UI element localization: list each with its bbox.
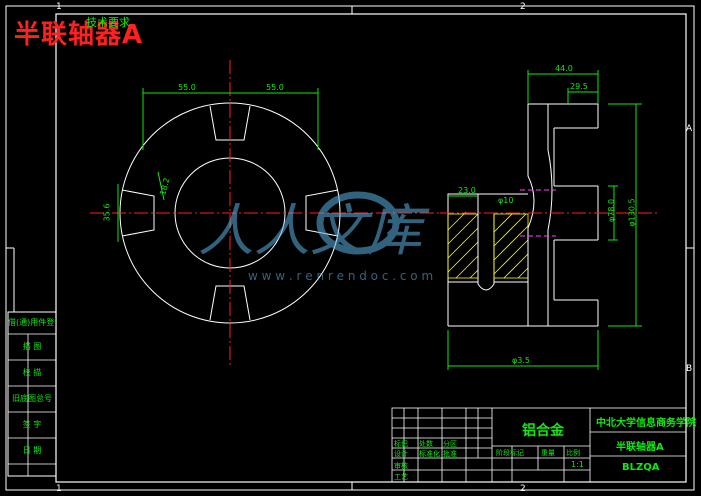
grid-mark-top-2: 2 [520,2,526,12]
grid-mark-top-1: 1 [56,2,62,12]
sidebar-frame [7,311,57,477]
weight-label: 重量 [541,449,555,457]
dim-29-5: 29.5 [570,82,588,91]
school: 中北大学信息商务学院 [596,418,696,429]
design-label: 设计 [394,450,408,458]
watermark-text: 人人文库 [198,199,430,264]
part-name: 半联轴器A [616,442,664,453]
grid-mark-bottom-2: 2 [520,484,526,494]
grid-mark-bottom-1: 1 [56,484,62,494]
watermark-url: w w w . r e n r e n d o c . c o m [248,269,433,283]
row-label: 分区 [443,440,457,448]
approve-label: 批准 [443,450,457,458]
dim-phi3-5: φ3.5 [512,356,530,365]
review-label: 审核 [394,462,408,470]
dim-55-right: 55.0 [266,83,284,92]
sidebar-item: 签 字 [22,420,42,429]
dim-phi78: φ78.0 [607,198,617,223]
section-view [440,70,660,370]
watermark: 人人文库 w w w . r e n r e n d o c . c o m [198,191,433,283]
drawing-title: 半联轴器A [14,20,144,50]
part-code: BLZQA [622,462,660,473]
sidebar-item: 描 图 [22,342,42,351]
row-label: 处数 [419,440,433,448]
front-view [90,60,440,366]
ratio-label: 比例 [566,449,580,457]
grid-mark-right-a: A [686,124,693,134]
sidebar-rows [8,333,56,476]
scale: 1:1 [571,460,584,469]
sidebar-item: 旧底图总号 [12,394,52,403]
sidebar-item: 借(通)用件登记 [8,318,56,327]
sidebar-item: 校 描 [22,368,42,377]
standard-label: 标准化 [419,450,440,458]
process-label: 工艺 [394,473,408,481]
dim-35-6: 35.6 [102,203,112,222]
sidebar-item: 日 期 [22,446,42,455]
dim-23: 23.0 [458,186,476,195]
grid-mark-right-b: B [686,364,693,374]
dim-phi10: φ10 [498,196,514,205]
dim-phi130-5: φ130.5 [627,198,637,227]
stage-label: 阶段标记 [496,449,524,457]
dim-55-left: 55.0 [178,83,196,92]
material: 铝合金 [522,423,564,439]
drawing-overlay-text: 技术要求 [86,16,130,29]
dim-44: 44.0 [555,64,573,73]
title-block-lines [391,407,687,483]
row-label: 标记 [394,440,408,448]
